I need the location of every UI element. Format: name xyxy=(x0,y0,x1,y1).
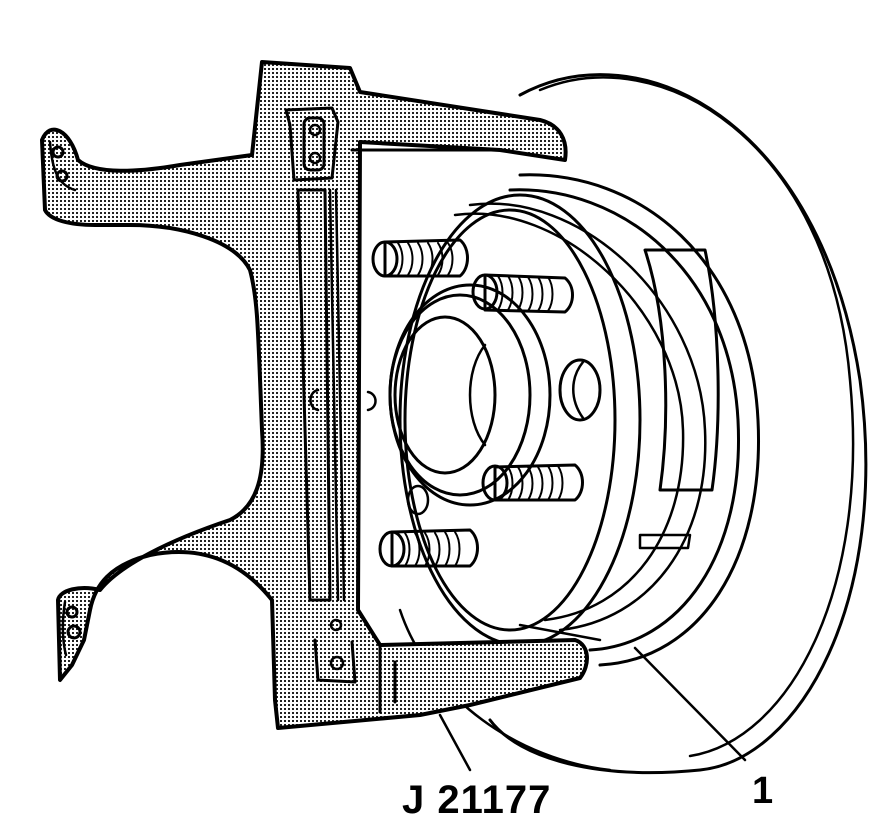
leader-lines xyxy=(438,646,747,772)
hub-center xyxy=(388,283,602,516)
leader-tool xyxy=(438,713,472,772)
callout-1-label: 1 xyxy=(752,770,775,812)
tool-number-label: J 21177 xyxy=(402,778,552,822)
lug-stud xyxy=(378,528,479,568)
adjustment-slot xyxy=(284,106,377,684)
leader-callout-1 xyxy=(633,646,747,762)
lug-studs xyxy=(371,238,584,568)
backing-plate xyxy=(453,173,761,667)
lug-stud xyxy=(471,273,574,314)
hub-flange xyxy=(398,193,642,647)
tool-frame xyxy=(40,60,589,730)
lug-stud xyxy=(481,463,584,502)
lug-stud xyxy=(371,238,469,278)
